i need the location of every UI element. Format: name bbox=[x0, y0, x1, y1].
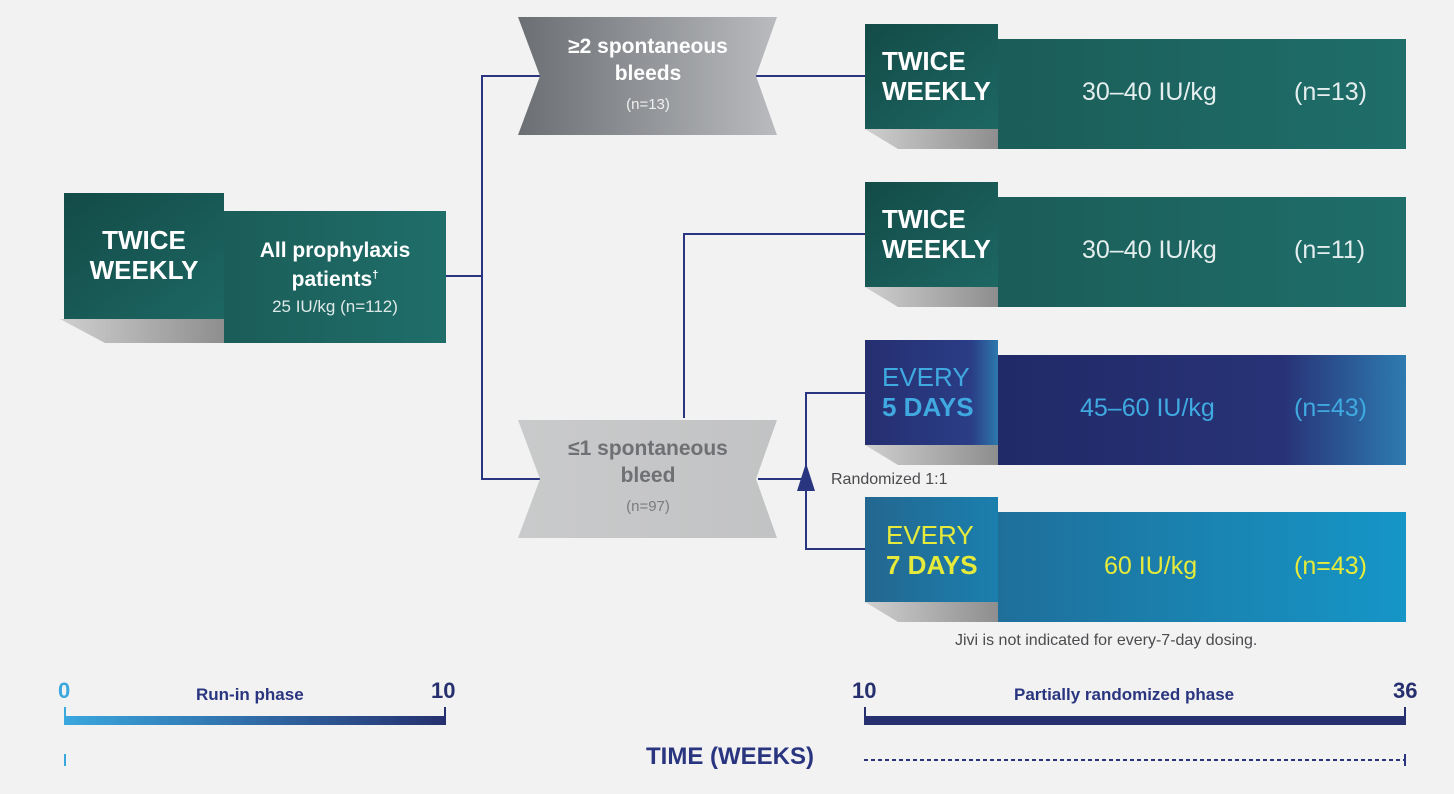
start-group-line2: patients bbox=[291, 268, 373, 291]
decision-low-label: ≤1 spontaneous bleed (n=97) bbox=[540, 435, 756, 515]
arm-2-regimen-line2: WEEKLY bbox=[882, 234, 991, 264]
runin-start-label: 0 bbox=[58, 678, 71, 703]
decision-high-shape bbox=[518, 17, 777, 135]
decision-high-line1: ≥2 spontaneous bbox=[568, 35, 728, 58]
randomized-phase-label: Partially randomized phase bbox=[1014, 685, 1235, 704]
arm-3-regimen-line2: 5 DAYS bbox=[882, 392, 974, 422]
arm-3-shapes bbox=[865, 340, 1406, 465]
arm-4-n: (n=43) bbox=[1294, 552, 1367, 580]
connector-random-to-arm3 bbox=[805, 392, 866, 479]
connector-low-to-arm2 bbox=[683, 233, 866, 418]
arm-1-regimen-line2: WEEKLY bbox=[882, 76, 991, 106]
arm-3-n: (n=43) bbox=[1294, 394, 1367, 422]
randomized-phase-bar bbox=[864, 716, 1406, 725]
randomized-label: Randomized 1:1 bbox=[831, 471, 948, 488]
axis-title: TIME (WEEKS) bbox=[646, 743, 814, 770]
start-dose: 25 IU/kg (n=112) bbox=[272, 297, 398, 316]
decision-high-line2: bleeds bbox=[614, 62, 682, 85]
decision-low-shape bbox=[518, 420, 777, 538]
arm-1-dose: 30–40 IU/kg bbox=[1082, 78, 1217, 106]
start-group-line1: All prophylaxis bbox=[259, 239, 411, 262]
decision-low-line2: bleed bbox=[620, 464, 676, 487]
randomized-start-label: 10 bbox=[852, 678, 877, 703]
arm-2-dose: 30–40 IU/kg bbox=[1082, 236, 1217, 264]
decision-low-line1: ≤1 spontaneous bbox=[568, 437, 728, 460]
arm-3-regimen-line1: EVERY bbox=[882, 362, 970, 392]
arm-2-regimen: TWICE WEEKLY bbox=[882, 204, 991, 264]
decision-high-n: (n=13) bbox=[626, 96, 670, 113]
randomization-arrow-icon bbox=[797, 463, 815, 491]
arm-4-regimen-line2: 7 DAYS bbox=[886, 550, 978, 580]
start-regimen-line1: TWICE bbox=[102, 225, 186, 255]
arm-4-regimen-line1: EVERY bbox=[886, 520, 974, 550]
start-regimen-label: TWICE WEEKLY bbox=[64, 225, 224, 285]
arm-1-shapes bbox=[865, 24, 1406, 149]
arm-4-regimen: EVERY 7 DAYS bbox=[886, 520, 978, 580]
start-regimen-line2: WEEKLY bbox=[89, 255, 199, 285]
arm-3-dose: 45–60 IU/kg bbox=[1080, 394, 1215, 422]
dosing-footnote: Jivi is not indicated for every-7-day do… bbox=[955, 632, 1258, 649]
connector-start-trunk bbox=[446, 75, 540, 277]
arm-1-n: (n=13) bbox=[1294, 78, 1367, 106]
start-group-footnote-mark: † bbox=[372, 269, 379, 281]
arm-2-shapes bbox=[865, 182, 1406, 307]
arm-4-shapes bbox=[865, 497, 1406, 622]
runin-end-label: 10 bbox=[431, 678, 456, 703]
start-box bbox=[60, 193, 446, 343]
arm-4-dose: 60 IU/kg bbox=[1104, 552, 1198, 580]
arm-2-n: (n=11) bbox=[1294, 236, 1366, 264]
arm-1-regimen: TWICE WEEKLY bbox=[882, 46, 991, 106]
connector-lines bbox=[446, 75, 866, 550]
start-group-label: All prophylaxis patients† 25 IU/kg (n=11… bbox=[224, 238, 446, 322]
randomized-end-label: 36 bbox=[1393, 678, 1418, 703]
arm-1-regimen-line1: TWICE bbox=[882, 46, 966, 76]
runin-phase-bar bbox=[64, 716, 446, 725]
connector-random-to-arm4 bbox=[805, 479, 866, 550]
arm-3-regimen: EVERY 5 DAYS bbox=[882, 362, 974, 422]
decision-low-n: (n=97) bbox=[626, 498, 670, 515]
arm-2-regimen-line1: TWICE bbox=[882, 204, 966, 234]
timeline bbox=[64, 707, 1406, 766]
connector-start-to-low bbox=[481, 276, 540, 480]
runin-phase-label: Run-in phase bbox=[196, 685, 304, 704]
decision-high-label: ≥2 spontaneous bleeds (n=13) bbox=[540, 33, 756, 113]
start-group-line2-wrap: patients† bbox=[224, 263, 446, 292]
